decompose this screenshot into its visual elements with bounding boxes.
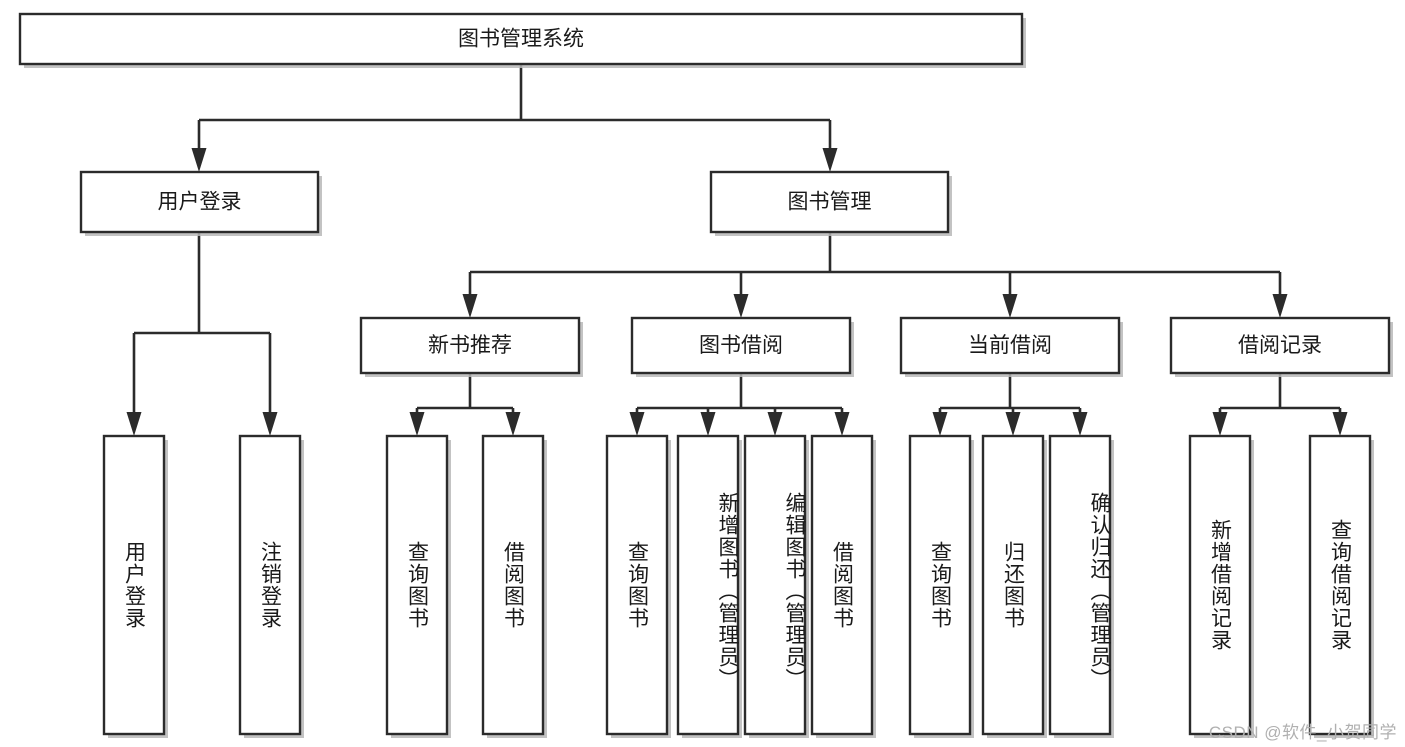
node-leaf-7[interactable] — [810, 434, 874, 736]
node-leaf-9[interactable] — [981, 434, 1045, 736]
arrow-head-icon — [767, 412, 783, 436]
node-leaf-11[interactable] — [1188, 434, 1252, 736]
node-leaf-2-label: 查询图书 — [405, 541, 429, 629]
node-leaf-0[interactable] — [102, 434, 166, 736]
node-leaf-5-label: 新增图书（管理员） — [716, 492, 739, 690]
node-leaf-10[interactable] — [1048, 434, 1112, 736]
arrow-head-icon — [505, 412, 521, 436]
arrow-head-icon — [1212, 412, 1228, 436]
connector-current-to-leaves — [932, 373, 1088, 436]
node-root-label: 图书管理系统 — [458, 28, 584, 51]
node-leaf-1-label: 注销登录 — [258, 541, 282, 629]
arrow-head-icon — [191, 148, 207, 172]
node-level3-0-label: 新书推荐 — [428, 334, 512, 357]
node-level3-0[interactable] — [359, 316, 581, 375]
arrow-head-icon — [462, 294, 478, 318]
node-root[interactable] — [18, 12, 1024, 66]
node-leaf-0-label: 用户登录 — [122, 541, 146, 629]
node-leaf-12-label: 查询借阅记录 — [1328, 519, 1352, 651]
connector-books-to-level3 — [462, 232, 1288, 318]
node-level2-1[interactable] — [709, 170, 950, 234]
node-level2-1-label: 图书管理 — [788, 191, 872, 214]
arrow-head-icon — [733, 294, 749, 318]
arrow-head-icon — [822, 148, 838, 172]
node-leaf-8[interactable] — [908, 434, 972, 736]
connector-login-to-leaves — [126, 232, 278, 436]
arrow-head-icon — [629, 412, 645, 436]
node-level3-3-label: 借阅记录 — [1238, 334, 1322, 357]
node-leaf-1[interactable] — [238, 434, 302, 736]
arrow-head-icon — [1332, 412, 1348, 436]
arrow-head-icon — [409, 412, 425, 436]
arrow-head-icon — [1072, 412, 1088, 436]
arrow-head-icon — [1005, 412, 1021, 436]
node-leaf-10-label: 确认归还（管理员） — [1088, 492, 1111, 690]
connector-root-to-level2 — [191, 64, 838, 172]
connector-records-to-leaves — [1212, 373, 1348, 436]
node-level3-2-label: 当前借阅 — [968, 334, 1052, 357]
node-level3-2[interactable] — [899, 316, 1121, 375]
node-leaf-3[interactable] — [481, 434, 545, 736]
node-leaf-4[interactable] — [605, 434, 669, 736]
node-leaf-6-label: 编辑图书（管理员） — [783, 492, 806, 690]
arrow-head-icon — [1272, 294, 1288, 318]
connector-borrow-to-leaves — [629, 373, 850, 436]
watermark: CSDN @软件_小贺同学 — [1208, 723, 1397, 742]
node-level3-1-label: 图书借阅 — [699, 334, 783, 357]
boxes-layer — [18, 12, 1393, 738]
arrow-head-icon — [262, 412, 278, 436]
node-leaf-2[interactable] — [385, 434, 449, 736]
arrow-head-icon — [932, 412, 948, 436]
connectors-layer — [126, 64, 1348, 436]
connector-newbook-to-leaves — [409, 373, 521, 436]
node-leaf-8-label: 查询图书 — [928, 541, 952, 629]
node-level2-0[interactable] — [79, 170, 320, 234]
node-leaf-6[interactable] — [743, 434, 807, 736]
node-level3-3[interactable] — [1169, 316, 1391, 375]
node-leaf-7-label: 借阅图书 — [830, 541, 854, 629]
arrow-head-icon — [126, 412, 142, 436]
node-level3-1[interactable] — [630, 316, 852, 375]
node-leaf-3-label: 借阅图书 — [501, 541, 525, 629]
arrow-head-icon — [834, 412, 850, 436]
node-leaf-12[interactable] — [1308, 434, 1372, 736]
node-leaf-11-label: 新增借阅记录 — [1208, 519, 1232, 651]
arrow-head-icon — [700, 412, 716, 436]
node-level2-0-label: 用户登录 — [158, 191, 242, 214]
arrow-head-icon — [1002, 294, 1018, 318]
node-leaf-5[interactable] — [676, 434, 740, 736]
node-leaf-4-label: 查询图书 — [625, 541, 649, 629]
node-leaf-9-label: 归还图书 — [1001, 541, 1025, 629]
